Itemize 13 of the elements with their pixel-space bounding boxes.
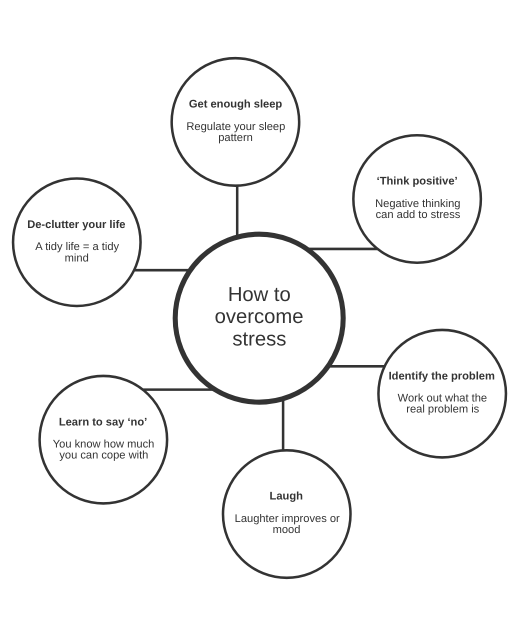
connector — [134, 268, 190, 271]
connector — [142, 388, 214, 390]
node-circle: Learn to say ‘no’ You know how much you can cope with — [38, 374, 168, 504]
node-circle: ‘Think positive’ Negative thinking can add to stress — [352, 133, 482, 264]
connector — [328, 364, 384, 368]
node-circle: How to overcome stress — [172, 231, 346, 404]
connector — [235, 185, 238, 236]
node-circle: De-clutter your life A tidy life = a tidy mind — [11, 176, 142, 307]
node-circle: Get enough sleep Regulate your sleep pattern — [170, 56, 300, 186]
node-circle: Identify the problem Work out what the real problem is — [376, 328, 507, 458]
connector — [281, 398, 284, 450]
connector — [306, 247, 377, 250]
node-circle: Laugh Laughter improves or mood — [221, 448, 352, 579]
